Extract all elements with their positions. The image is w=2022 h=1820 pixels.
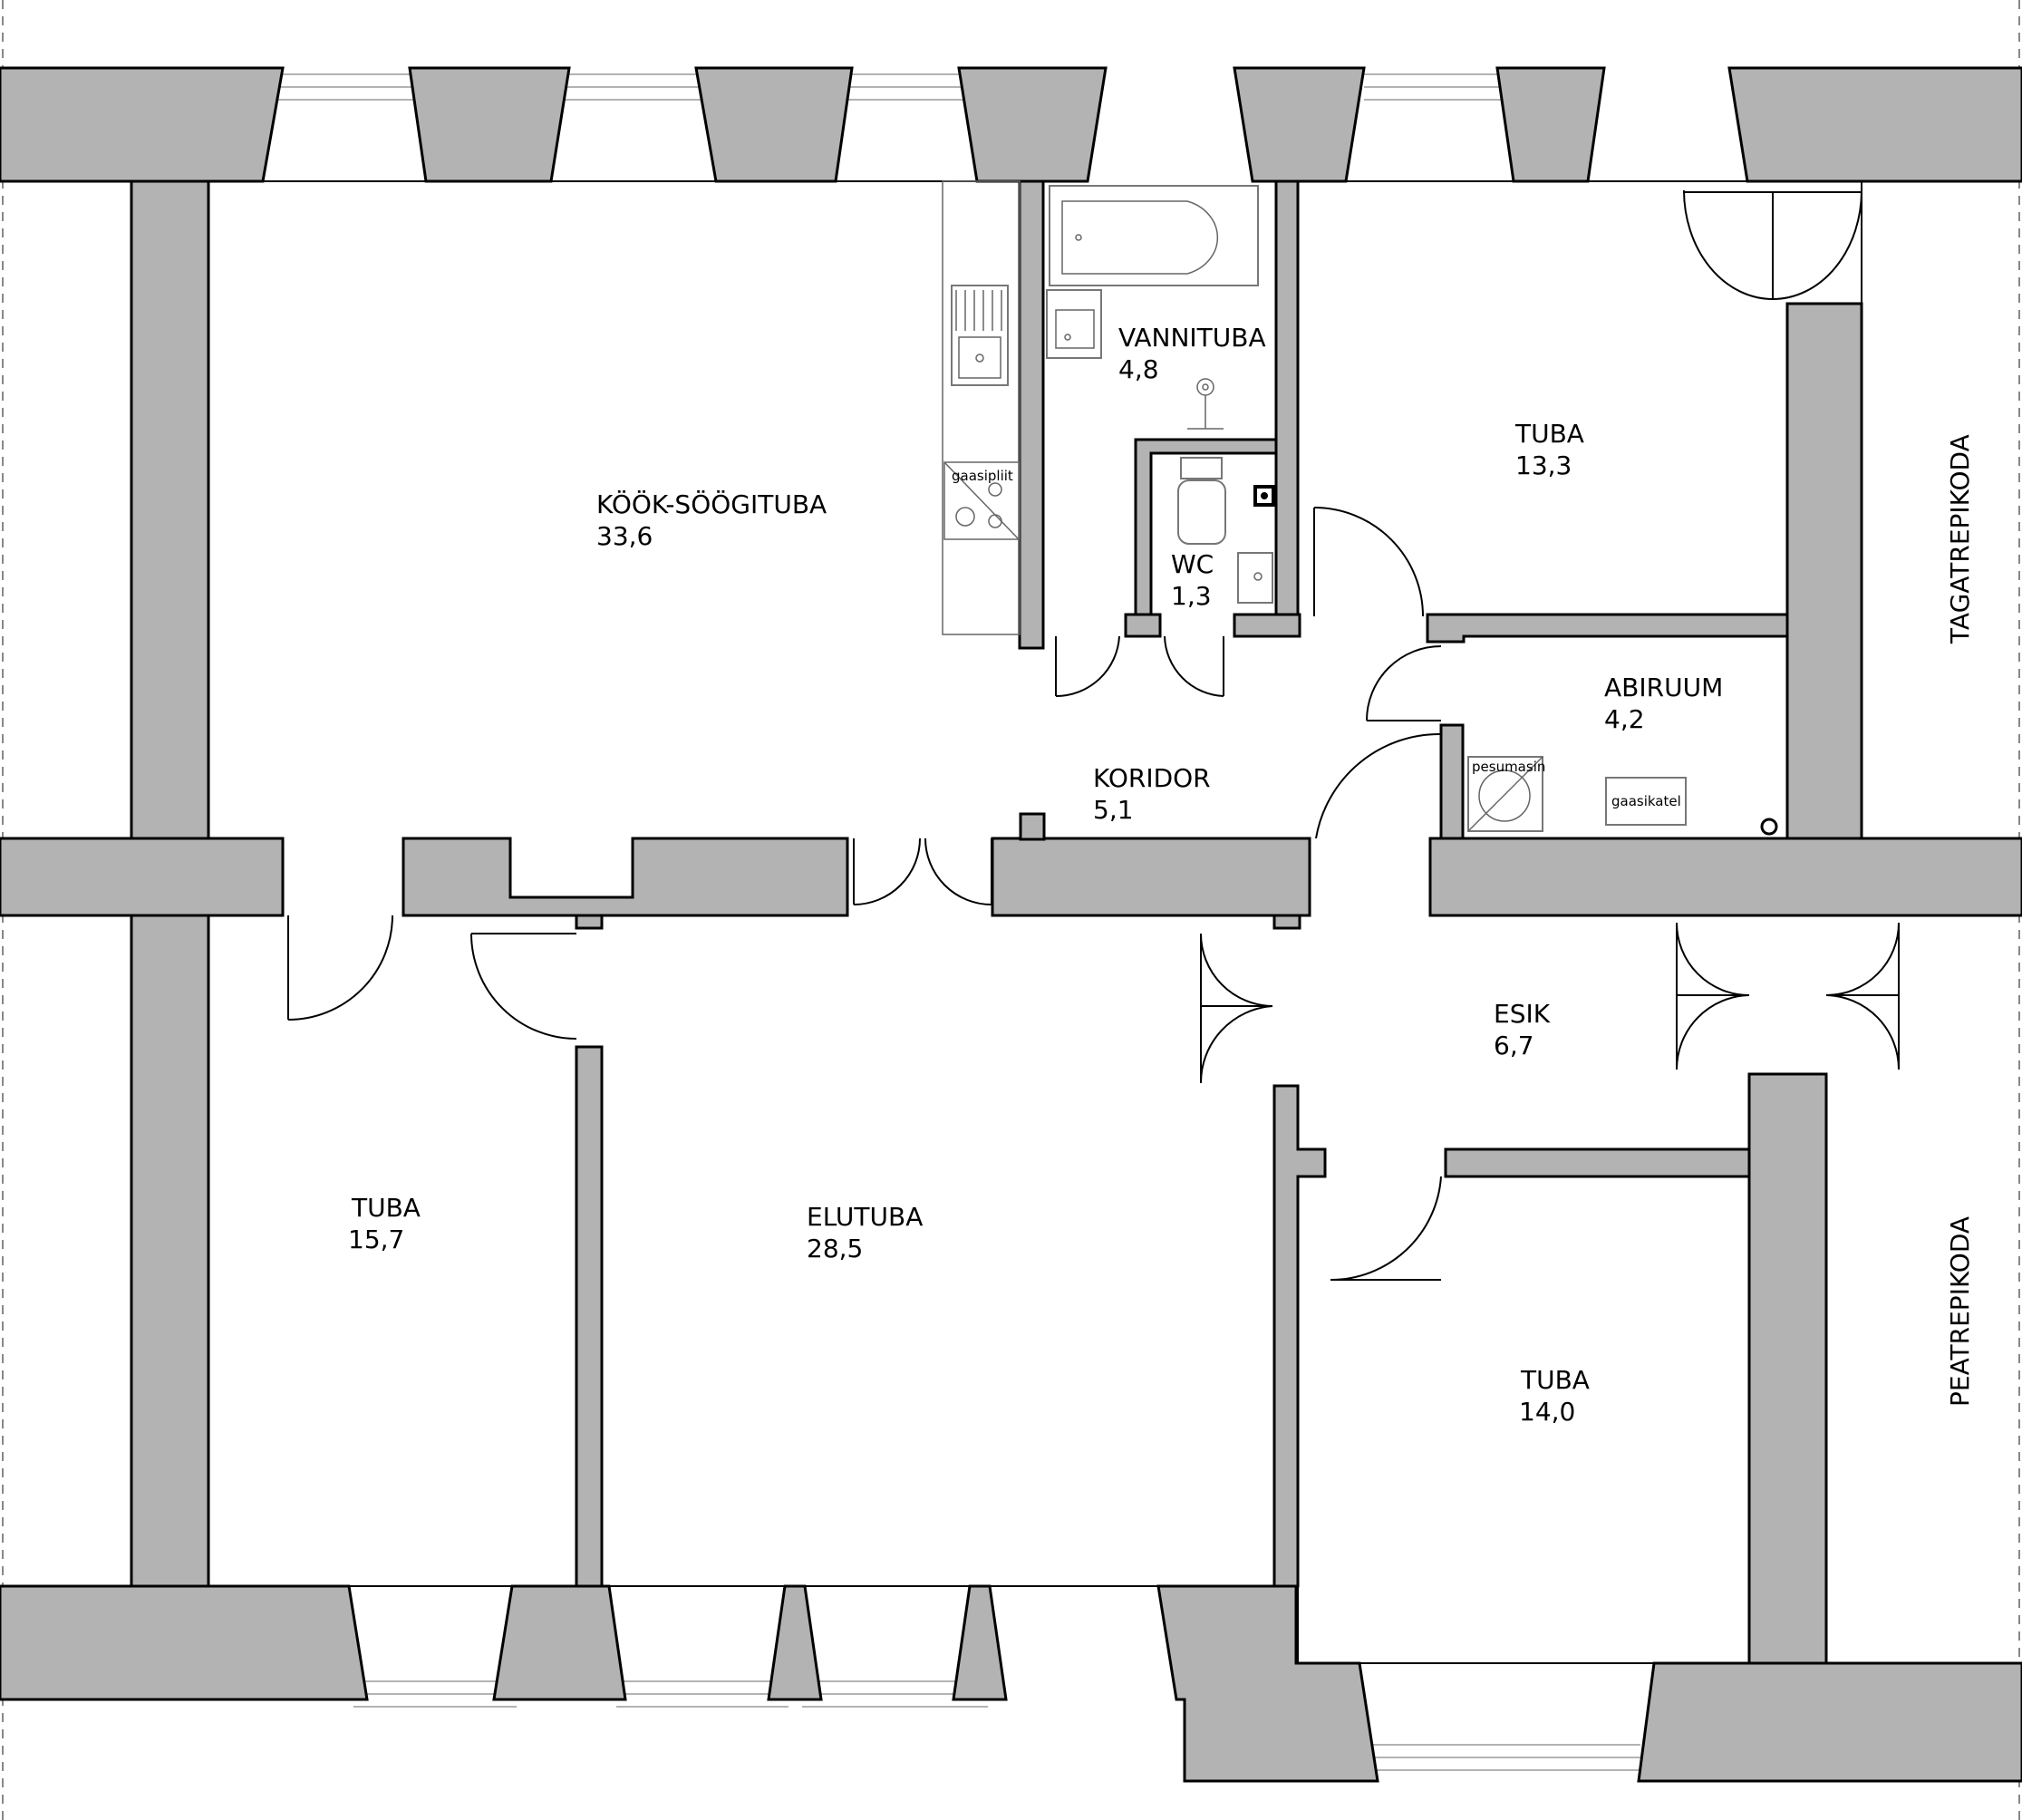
middle-wall-left xyxy=(0,837,285,917)
bottom-facade-wall xyxy=(0,1584,2022,1783)
room-bedroom-w-area: 15,7 xyxy=(348,1225,404,1254)
right-wall-upper xyxy=(1785,302,1863,840)
room-utility-name: ABIRUUM xyxy=(1604,673,1723,702)
room-corridor-area: 5,1 xyxy=(1093,795,1134,825)
left-wall-lower xyxy=(130,914,210,1588)
middle-wall-kitchen xyxy=(401,837,849,917)
gas-stove xyxy=(943,461,1020,540)
room-bedroom-se-area: 14,0 xyxy=(1519,1397,1575,1427)
room-hall-area: 6,7 xyxy=(1494,1031,1534,1060)
wc-sink xyxy=(1237,552,1273,604)
shower-drain xyxy=(1196,378,1214,396)
room-living-name: ELUTUBA xyxy=(807,1202,923,1232)
room-bathroom: VANNITUBA 4,8 xyxy=(1118,323,1266,384)
room-kitchen: KÖÖK-SÖÖGITUBA 33,6 xyxy=(596,489,827,551)
room-utility-area: 4,2 xyxy=(1604,704,1645,734)
toilet-bowl xyxy=(1177,479,1226,545)
room-bedroom-ne-area: 13,3 xyxy=(1515,450,1572,480)
room-hall-name: ESIK xyxy=(1494,999,1551,1029)
right-wall-lower xyxy=(1747,1072,1828,1665)
kitchen-sink xyxy=(951,285,1009,386)
main-walls xyxy=(0,179,2022,1665)
partitions xyxy=(575,179,1789,1588)
room-bathroom-name: VANNITUBA xyxy=(1118,323,1266,353)
stove-label: gaasipliit xyxy=(952,468,1013,484)
room-bedroom-ne-name: TUBA xyxy=(1514,419,1584,449)
room-kitchen-name: KÖÖK-SÖÖGITUBA xyxy=(596,489,827,519)
room-hall: ESIK 6,7 xyxy=(1494,999,1551,1060)
room-bedroom-se-name: TUBA xyxy=(1520,1365,1590,1395)
room-utility: ABIRUUM 4,2 xyxy=(1604,673,1723,734)
boiler-label: gaasikatel xyxy=(1611,793,1681,809)
room-corridor-name: KORIDOR xyxy=(1093,763,1211,793)
toilet-tank xyxy=(1180,457,1223,479)
front-staircase-label: PEATREPIKODA xyxy=(1945,1216,1975,1407)
room-wc-area: 1,3 xyxy=(1171,581,1212,611)
top-facade-wall xyxy=(0,66,2022,183)
room-bedroom-se: TUBA 14,0 xyxy=(1519,1365,1590,1427)
room-wc-name: WC xyxy=(1171,549,1214,579)
room-bedroom-w: TUBA 15,7 xyxy=(348,1193,421,1254)
back-staircase-label: TAGATREPIKODA xyxy=(1945,434,1975,644)
kitchen-counter xyxy=(942,180,1021,635)
room-outlines xyxy=(208,180,1862,1664)
room-labels: KÖÖK-SÖÖGITUBA 33,6 VANNITUBA 4,8 WC 1,3… xyxy=(348,323,1975,1427)
middle-wall-right xyxy=(1428,837,2022,917)
fixtures: gaasipliit pesumasin gaasikatel xyxy=(942,180,1778,836)
room-bedroom-w-name: TUBA xyxy=(351,1193,421,1223)
room-bedroom-ne: TUBA 13,3 xyxy=(1514,419,1584,480)
bathtub xyxy=(1049,185,1259,286)
room-bathroom-area: 4,8 xyxy=(1118,354,1159,384)
left-wall-upper xyxy=(130,179,210,840)
room-wc: WC 1,3 xyxy=(1171,549,1214,611)
middle-wall-corridor xyxy=(991,837,1311,917)
room-living: ELUTUBA 28,5 xyxy=(807,1202,923,1263)
doors xyxy=(287,189,1900,1282)
room-living-area: 28,5 xyxy=(807,1234,863,1263)
chimney-flue xyxy=(1760,818,1778,836)
room-corridor: KORIDOR 5,1 xyxy=(1093,763,1211,825)
gas-boiler xyxy=(1605,777,1687,826)
washer-label: pesumasin xyxy=(1472,759,1545,775)
room-kitchen-area: 33,6 xyxy=(596,521,653,551)
